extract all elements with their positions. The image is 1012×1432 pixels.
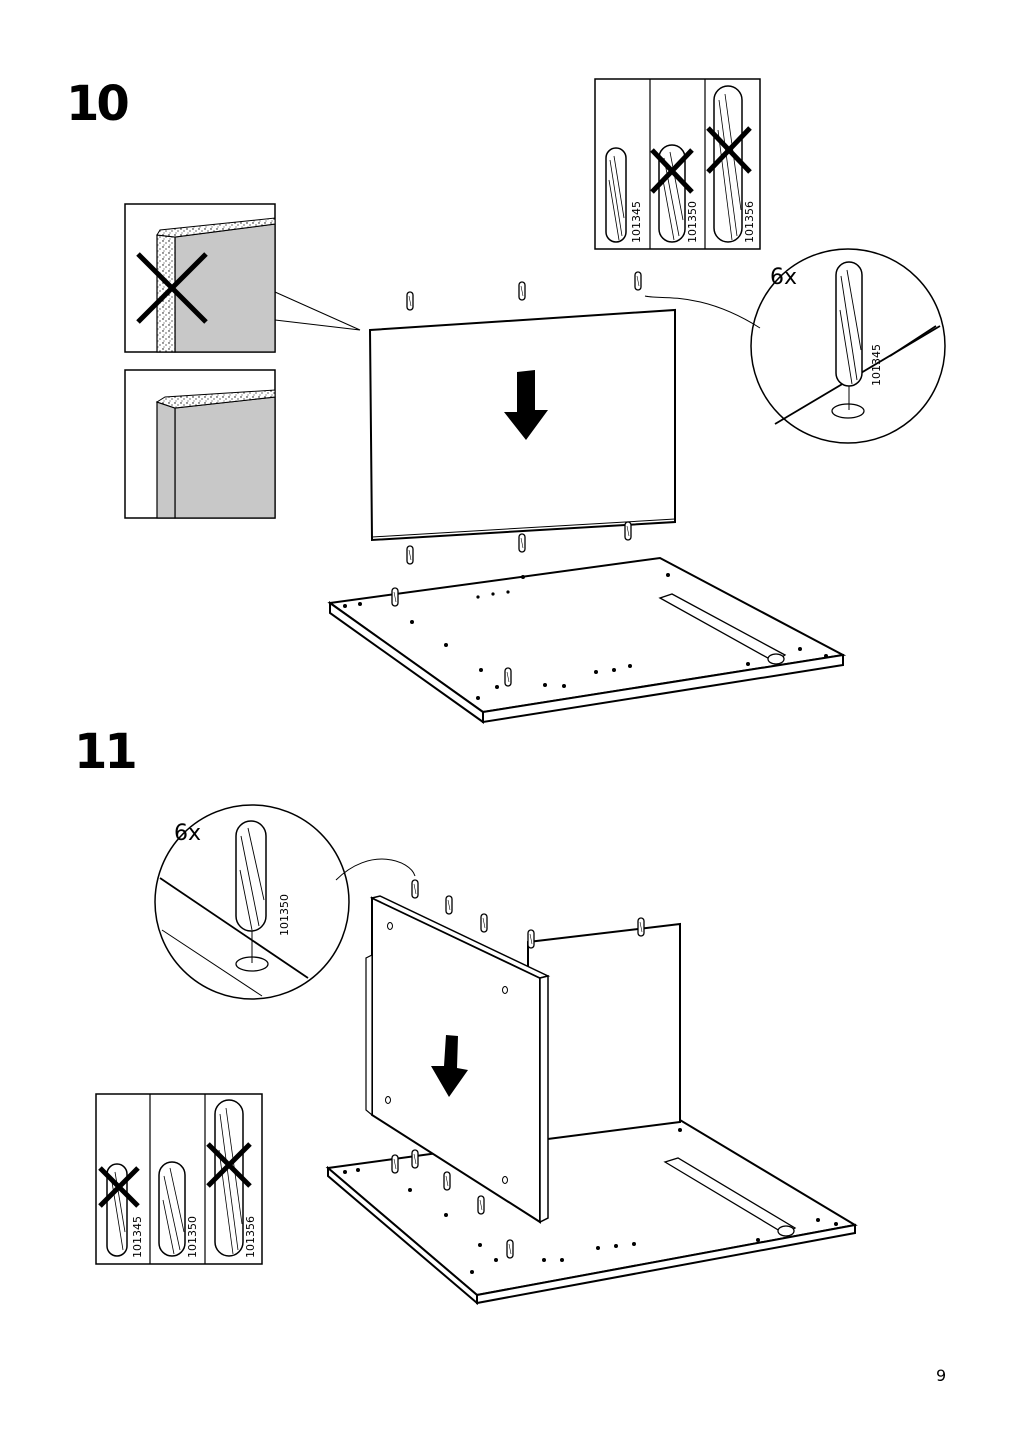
back-panel: [368, 308, 676, 542]
legend-label-101345: 101345: [131, 1216, 144, 1258]
step-10-dowel-zoom-detail: 101345 6x: [644, 248, 946, 444]
base-panel: [327, 556, 847, 724]
step-10-number: 10: [66, 76, 130, 132]
legend-label-101350: 101350: [686, 201, 699, 243]
dowel-101345-crossed-icon: [98, 1163, 140, 1257]
dowel-101350-icon: [235, 820, 267, 932]
dowel-101356-crossed-icon: [206, 1099, 252, 1257]
down-arrow-icon: [431, 1035, 468, 1097]
step-11-dowel-legend: 101345 101350 101356: [95, 1093, 263, 1265]
zoom-dowel-label: 101345: [870, 344, 883, 386]
dowel-101356-crossed-icon: [706, 85, 752, 243]
step-11-number: 11: [74, 724, 138, 780]
down-arrow-icon: [504, 370, 548, 440]
dowel-101350-icon: [158, 1161, 186, 1257]
side-panel: [365, 895, 551, 1224]
page-number: 9: [936, 1366, 947, 1385]
step-11-dowel-zoom-detail: 101350 6x: [154, 804, 416, 1000]
dowel-101350-crossed-icon: [650, 144, 694, 243]
legend-label-101350: 101350: [186, 1216, 199, 1258]
legend-label-101345: 101345: [630, 201, 643, 243]
quantity-label: 6x: [174, 821, 201, 846]
zoom-dowel-label: 101350: [278, 894, 291, 936]
quantity-label: 6x: [770, 265, 797, 290]
step-10-dowel-legend: 101345 101350 101356: [594, 78, 761, 250]
cross-icon: [136, 252, 208, 324]
legend-label-101356: 101356: [244, 1216, 257, 1258]
dowel-101345-icon: [605, 147, 627, 243]
wrong-edge-orientation-detail: [124, 203, 276, 353]
correct-edge-orientation-detail: [124, 369, 276, 519]
legend-label-101356: 101356: [743, 201, 756, 243]
